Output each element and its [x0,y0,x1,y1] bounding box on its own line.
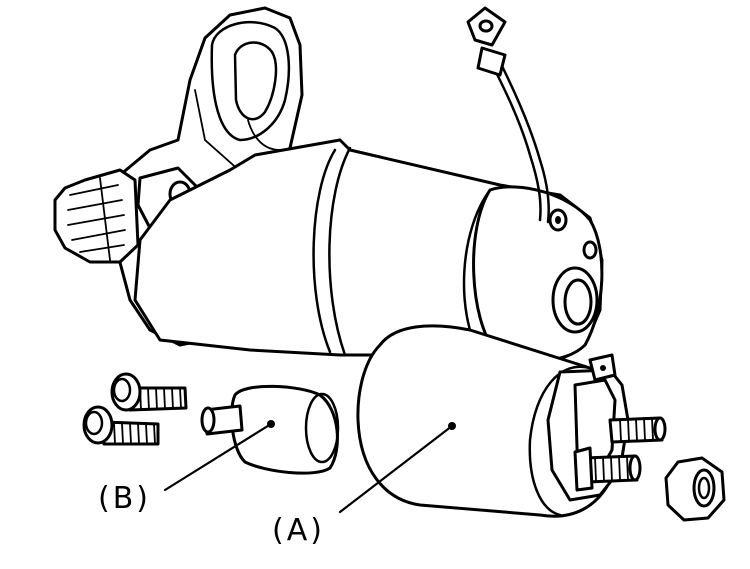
pinion-housing [53,168,140,264]
terminal-stud-lower [573,446,642,492]
terminal-nut [664,456,726,522]
bolt-upper [110,372,188,412]
leader-line-b [163,422,273,492]
label-a: (A) [272,513,325,548]
bolt-lower [82,405,160,446]
plunger-body [230,384,339,475]
solenoid-a [356,324,667,518]
label-b: (B) [98,481,151,516]
terminal-stud-upper [608,416,667,444]
plunger-b [200,384,340,475]
lead-wire [488,58,542,222]
leader-line-a [338,424,454,514]
starter-motor-assembly [53,6,604,363]
